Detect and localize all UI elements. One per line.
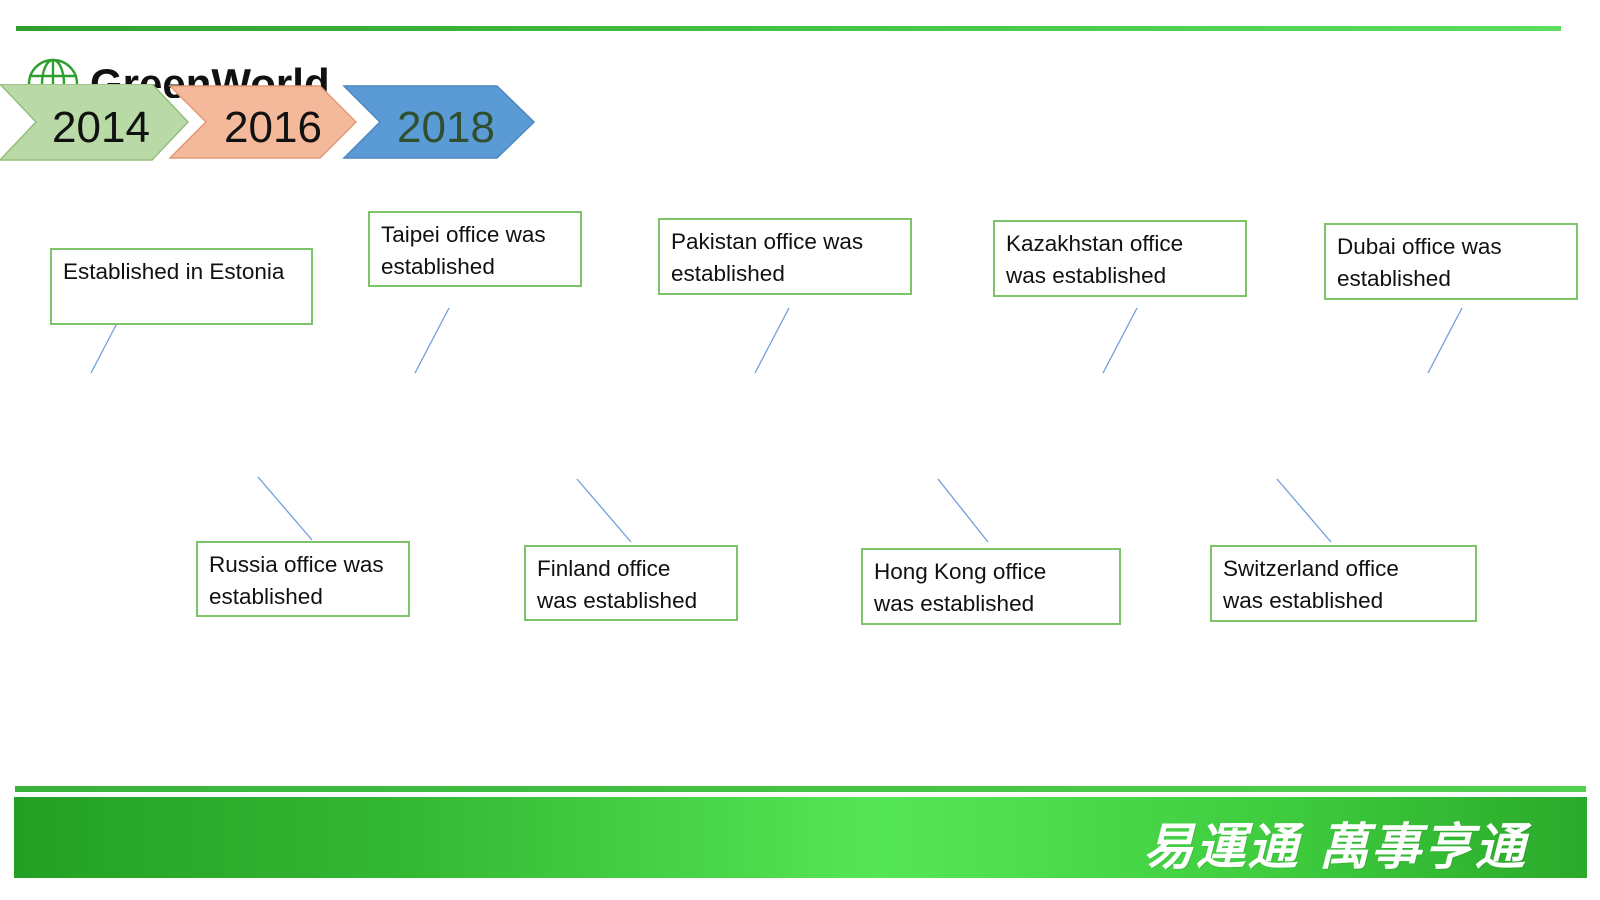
chevron-2016 [168,85,358,159]
chevron-2014 [0,84,190,161]
year-2016-label: 2016 [224,103,322,152]
year-2018-label: 2018 [397,103,495,152]
top-green-rule [16,26,1561,31]
footer-slogan: 易運通 萬事亨通 [1143,818,1527,876]
event-box-dubai: Dubai office was established [1324,223,1578,300]
event-box-estonia: Established in Estonia [50,248,313,325]
event-box-switzerland: Switzerland office was established [1210,545,1477,622]
event-box-hongkong: Hong Kong office was established [861,548,1121,625]
event-box-pakistan: Pakistan office was established [658,218,912,295]
event-box-kazakhstan: Kazakhstan office was established [993,220,1247,297]
connector-kazakhstan [1102,307,1138,374]
event-box-taipei: Taipei office was established [368,211,582,287]
connector-russia [257,476,313,541]
connector-finland [576,478,632,543]
event-box-finland: Finland office was established [524,545,738,621]
connector-pakistan [754,307,790,374]
connector-hongkong [937,478,989,543]
year-2014-label: 2014 [52,103,150,152]
footer-band: 易運通 萬事亨通 [14,797,1587,878]
event-box-russia: Russia office was established [196,541,410,617]
connector-switzerland [1276,478,1332,543]
year-chevrons [0,84,536,161]
connector-dubai [1427,307,1463,374]
connector-taipei [414,307,450,374]
bottom-green-rule [15,786,1586,792]
chevron-2018 [342,85,536,159]
